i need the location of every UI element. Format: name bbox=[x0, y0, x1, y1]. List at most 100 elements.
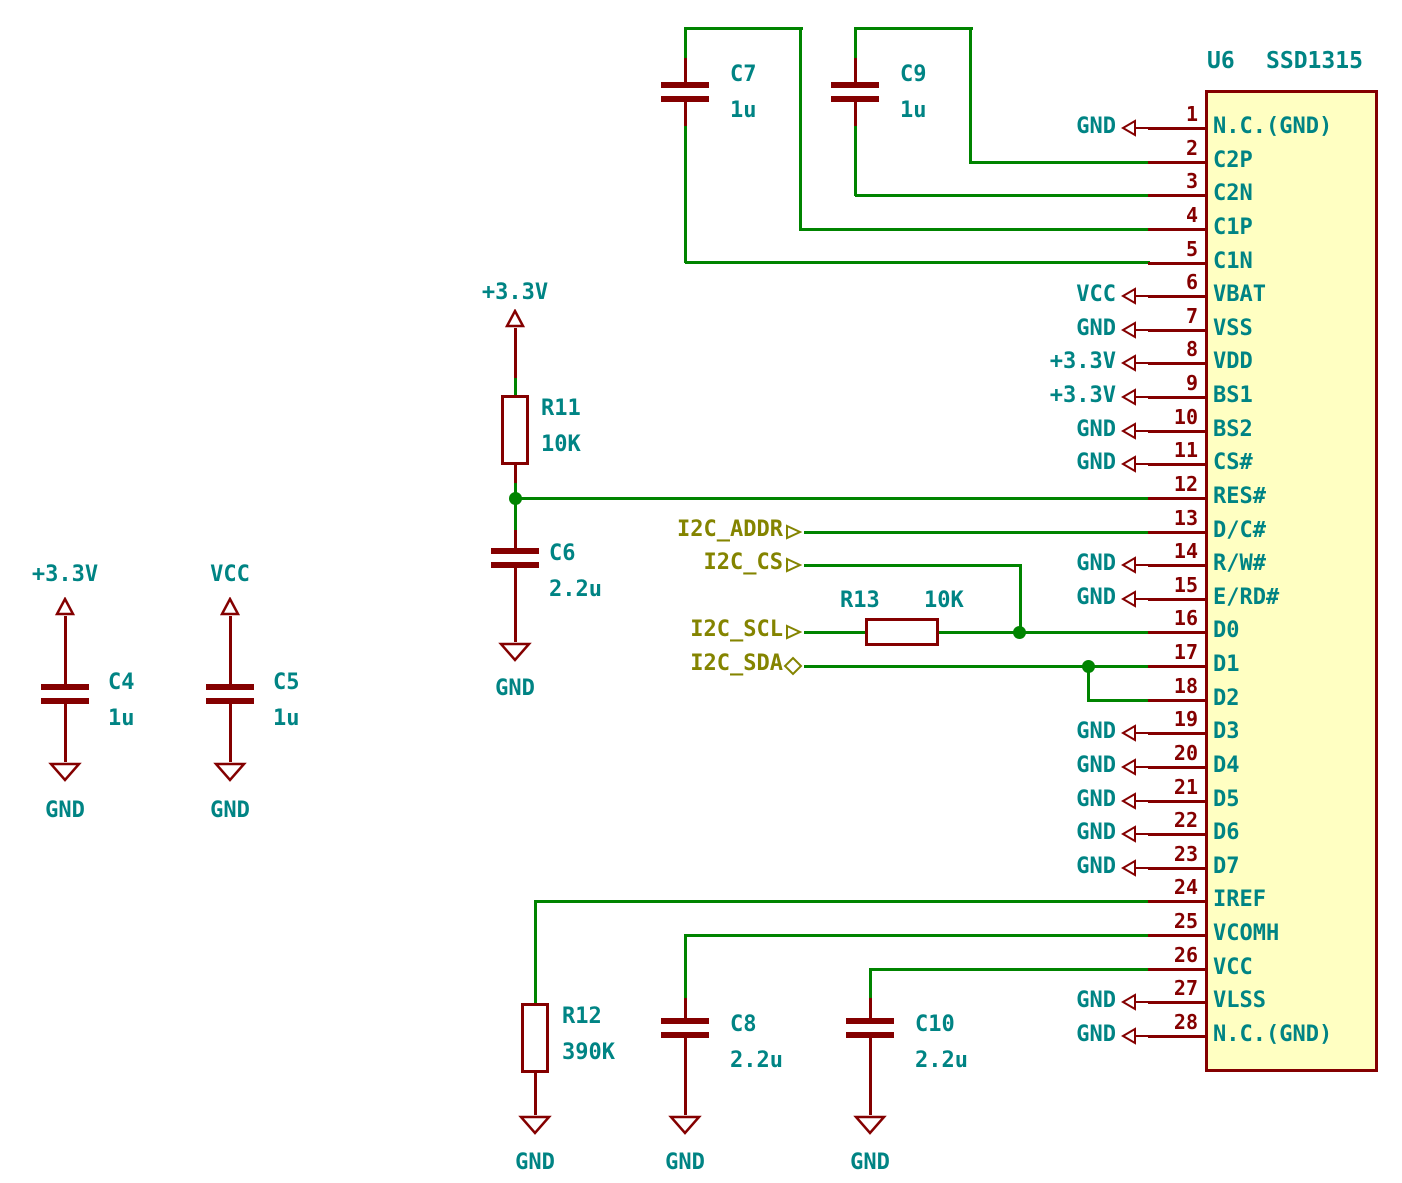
pin-name: D7 bbox=[1213, 854, 1240, 879]
capacitor-plate bbox=[41, 698, 89, 704]
pin-stub bbox=[684, 102, 687, 126]
power-net-label[interactable]: GND bbox=[210, 798, 250, 823]
pin-number: 8 bbox=[1185, 337, 1198, 361]
power-arrow-icon bbox=[1121, 354, 1149, 372]
pin-number: 28 bbox=[1173, 1010, 1198, 1034]
pin-stub bbox=[1148, 665, 1205, 668]
pin-name: C2P bbox=[1213, 148, 1253, 173]
power-arrow-icon bbox=[1121, 590, 1149, 608]
power-pin-label[interactable]: +3.3V bbox=[1049, 349, 1116, 374]
wire bbox=[1088, 699, 1150, 702]
hlabel-i2c-addr[interactable]: I2C_ADDR bbox=[677, 517, 783, 542]
wire bbox=[804, 665, 1150, 668]
pin-number: 12 bbox=[1173, 472, 1198, 496]
power-pin-label[interactable]: GND bbox=[1076, 820, 1116, 845]
capacitor-plate bbox=[206, 698, 254, 704]
pin-number: 5 bbox=[1185, 237, 1198, 261]
pin-number: 15 bbox=[1173, 573, 1198, 597]
pin-stub bbox=[1148, 1001, 1205, 1004]
component-value: 1u bbox=[273, 706, 300, 731]
pin-stub bbox=[1148, 833, 1205, 836]
power-pin-label[interactable]: GND bbox=[1076, 450, 1116, 475]
component-ref: C9 bbox=[900, 62, 927, 87]
ic-part-name: SSD1315 bbox=[1266, 48, 1363, 74]
pin-stub bbox=[1148, 1035, 1205, 1038]
ic-u6-body[interactable] bbox=[1205, 90, 1378, 1072]
component-ref: R13 bbox=[840, 588, 880, 613]
pin-stub bbox=[854, 58, 857, 82]
gnd-symbol-icon bbox=[518, 1115, 552, 1135]
pin-stub bbox=[229, 616, 232, 684]
pin-stub bbox=[1148, 295, 1205, 298]
power-net-label[interactable]: +3.3V bbox=[481, 280, 549, 305]
power-pin-label[interactable]: GND bbox=[1076, 854, 1116, 879]
component-value: 390K bbox=[562, 1040, 615, 1065]
wire bbox=[514, 378, 517, 398]
gnd-symbol-icon bbox=[48, 762, 82, 782]
power-pin-label[interactable]: +3.3V bbox=[1049, 383, 1116, 408]
wire bbox=[535, 900, 1150, 903]
power-pin-label[interactable]: GND bbox=[1076, 1022, 1116, 1047]
pin-stub bbox=[1148, 463, 1205, 466]
pin-name: N.C.(GND) bbox=[1213, 1022, 1333, 1047]
pin-stub bbox=[1148, 228, 1205, 231]
power-arrow-icon bbox=[1121, 993, 1149, 1011]
power-pin-label[interactable]: GND bbox=[1076, 988, 1116, 1013]
pin-stub bbox=[514, 568, 517, 642]
power-pin-label[interactable]: GND bbox=[1076, 114, 1116, 139]
power-arrow-up-icon bbox=[55, 597, 75, 616]
component-value: 1u bbox=[900, 98, 927, 123]
power-pin-label[interactable]: GND bbox=[1076, 551, 1116, 576]
hlabel-i2c-cs[interactable]: I2C_CS bbox=[703, 550, 783, 575]
power-net-label[interactable]: GND bbox=[665, 1150, 705, 1175]
pin-name: VDD bbox=[1213, 349, 1253, 374]
pin-stub bbox=[1148, 531, 1205, 534]
power-net-label[interactable]: +3.3V bbox=[31, 562, 99, 587]
pin-number: 2 bbox=[1185, 136, 1198, 160]
power-pin-label[interactable]: VCC bbox=[1076, 282, 1116, 307]
resistor-body bbox=[865, 618, 939, 646]
wire-junction bbox=[1082, 660, 1095, 673]
power-net-label[interactable]: GND bbox=[45, 798, 85, 823]
component-value: 2.2u bbox=[915, 1048, 968, 1073]
power-pin-label[interactable]: GND bbox=[1076, 417, 1116, 442]
power-net-label[interactable]: GND bbox=[495, 676, 535, 701]
power-net-label[interactable]: VCC bbox=[210, 562, 250, 587]
pin-number: 18 bbox=[1173, 674, 1198, 698]
pin-number: 17 bbox=[1173, 640, 1198, 664]
component-value: 2.2u bbox=[730, 1048, 783, 1073]
capacitor-plate bbox=[41, 684, 89, 690]
wire bbox=[685, 934, 1150, 937]
power-pin-label[interactable]: GND bbox=[1076, 787, 1116, 812]
wire bbox=[514, 483, 517, 530]
wire bbox=[804, 631, 865, 634]
resistor-body bbox=[501, 395, 529, 465]
power-pin-label[interactable]: GND bbox=[1076, 719, 1116, 744]
power-pin-label[interactable]: GND bbox=[1076, 585, 1116, 610]
pin-name: IREF bbox=[1213, 887, 1266, 912]
pin-stub bbox=[1148, 262, 1205, 265]
hlabel-i2c-sda[interactable]: I2C_SDA bbox=[690, 651, 783, 676]
power-net-label[interactable]: GND bbox=[850, 1150, 890, 1175]
power-net-label[interactable]: GND bbox=[515, 1150, 555, 1175]
pin-stub bbox=[1148, 631, 1205, 634]
hlabel-i2c-scl[interactable]: I2C_SCL bbox=[690, 617, 783, 642]
pin-stub bbox=[229, 704, 232, 762]
pin-number: 19 bbox=[1173, 707, 1198, 731]
pin-name: D0 bbox=[1213, 618, 1240, 643]
wire bbox=[970, 161, 1150, 164]
power-arrow-up-icon bbox=[220, 597, 240, 616]
power-arrow-icon bbox=[1121, 321, 1149, 339]
component-ref: R12 bbox=[562, 1004, 602, 1029]
power-arrow-up-icon bbox=[505, 309, 525, 328]
pin-number: 4 bbox=[1185, 203, 1198, 227]
power-pin-label[interactable]: GND bbox=[1076, 753, 1116, 778]
pin-name: N.C.(GND) bbox=[1213, 114, 1333, 139]
capacitor-plate bbox=[661, 1018, 709, 1024]
power-pin-label[interactable]: GND bbox=[1076, 316, 1116, 341]
pin-stub bbox=[1148, 194, 1205, 197]
power-arrow-icon bbox=[1121, 1027, 1149, 1045]
wire bbox=[804, 564, 1022, 567]
wire bbox=[685, 27, 803, 30]
